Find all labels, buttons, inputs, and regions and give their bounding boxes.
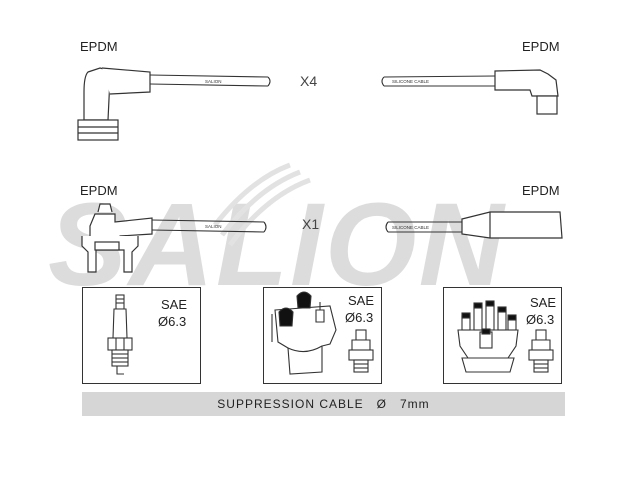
panel-spark-plug-size: Ø6.3 xyxy=(158,314,187,329)
top-left-material-label: EPDM xyxy=(80,39,118,54)
spark-plug-icon xyxy=(107,294,133,375)
middle-right-cable-print: SILICONE CABLE xyxy=(392,225,429,230)
left-angled-boot xyxy=(77,67,151,141)
distributor-cap-icon xyxy=(457,300,519,373)
ignition-coil-icon xyxy=(271,291,337,375)
top-right-cable-print: SILICONE CABLE xyxy=(392,79,429,84)
top-quantity-label: X4 xyxy=(300,73,318,89)
top-right-material-label: EPDM xyxy=(522,39,560,54)
right-straight-boot xyxy=(461,211,563,239)
panel-distributor-cap-size: Ø6.3 xyxy=(526,312,555,327)
panel-spark-plug-frame xyxy=(82,287,201,384)
panel-spark-plug-title: SAE xyxy=(161,297,188,312)
left-clip-connector xyxy=(81,203,153,273)
middle-quantity-label: X1 xyxy=(302,216,320,232)
suppression-cable-text: SUPPRESSION CABLE Ø 7mm xyxy=(217,397,430,411)
middle-right-material-label: EPDM xyxy=(522,183,560,198)
panel-distributor-cap-title: SAE xyxy=(530,295,557,310)
panel-ignition-coil-title: SAE xyxy=(348,293,375,308)
coil-terminal-icon xyxy=(348,329,374,373)
panel-ignition-coil-size: Ø6.3 xyxy=(345,310,374,325)
right-angled-boot xyxy=(494,69,559,115)
distributor-terminal-icon xyxy=(528,329,554,373)
middle-left-material-label: EPDM xyxy=(80,183,118,198)
middle-left-cable-print: SALION xyxy=(205,224,222,229)
suppression-cable-band: SUPPRESSION CABLE Ø 7mm xyxy=(82,392,565,416)
top-left-cable-print: SALION xyxy=(205,79,222,84)
